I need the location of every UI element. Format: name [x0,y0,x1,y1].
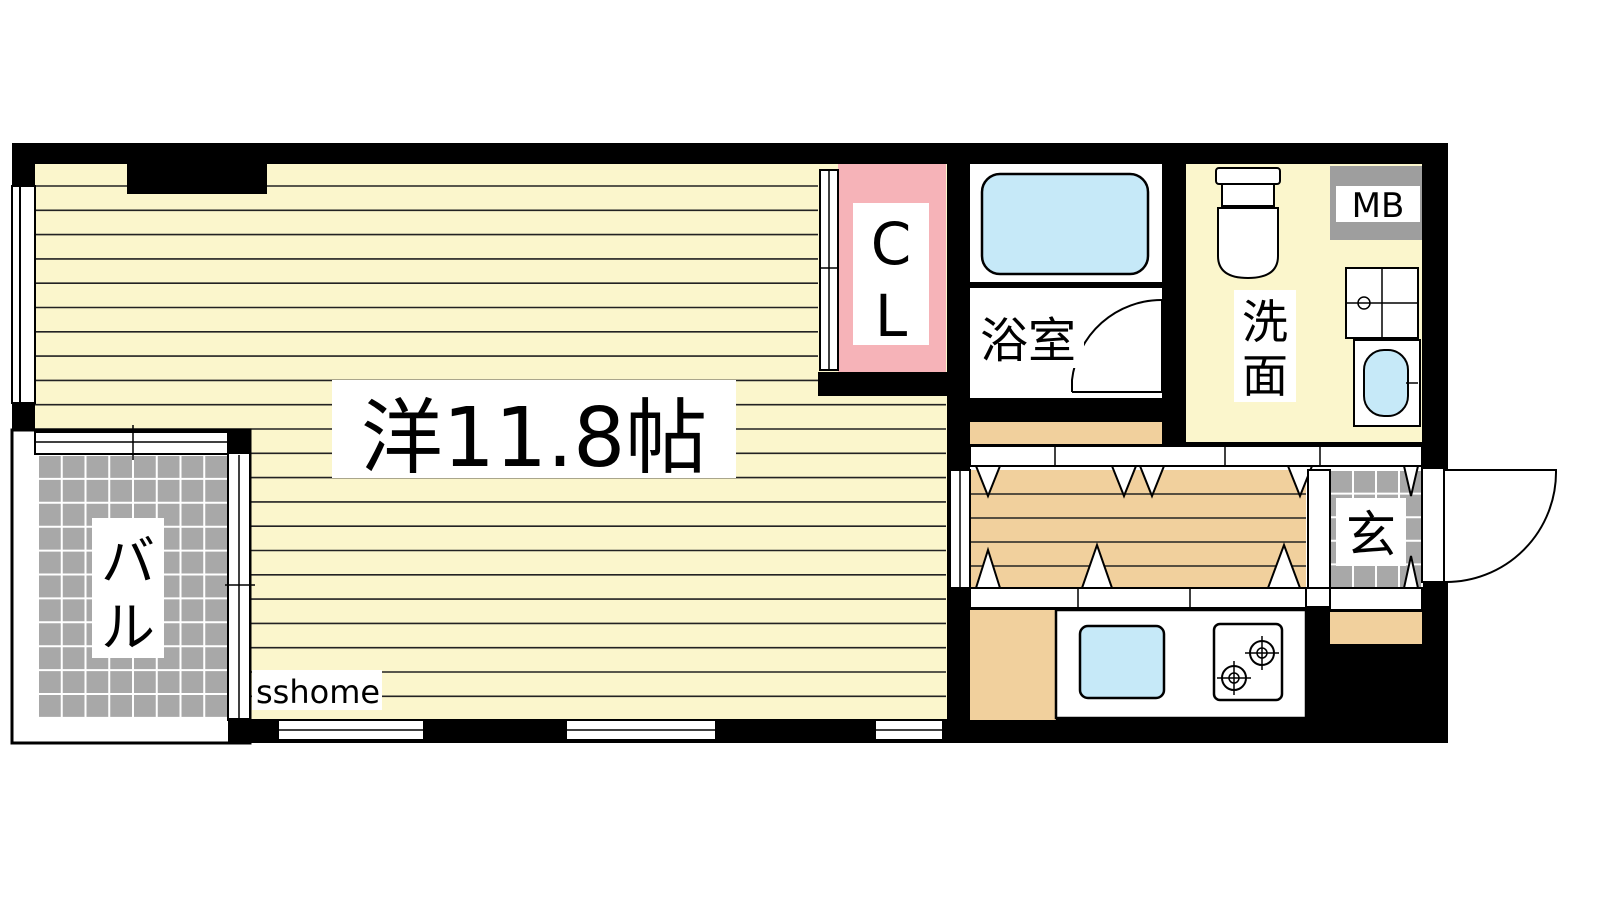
corridor-strip [970,422,1162,444]
western-room-label: 洋11.8帖 [361,391,708,486]
washroom-label-2: 面 [1242,349,1288,403]
bathroom-door-swing [1071,298,1163,392]
bathroom-bottom-wall [968,398,1164,422]
top-beam [127,164,267,194]
watermark: sshome [256,673,380,711]
closet-label-c: C [871,210,912,278]
entrance: 玄 [1307,465,1558,644]
balcony-sash [34,431,236,455]
meter-box-label: MB [1352,186,1405,226]
closet-bottom-wall [818,372,948,396]
closet: C L [819,164,946,372]
washroom-label-1: 洗 [1242,295,1288,349]
watermark-bg [252,670,382,710]
bathtub [980,172,1150,276]
entrance-step [1330,612,1422,644]
front-door-frame [1421,467,1445,583]
western-room-label-bg [332,380,736,478]
bathroom-label: 浴室 [980,313,1076,369]
kitchen-counter-storage [970,610,1056,720]
washroom-label-bg [1234,290,1296,402]
left-window [11,185,36,404]
front-door-swing [1443,469,1558,584]
washroom-left-wall [1162,164,1186,444]
closet-label-bg [853,203,929,345]
kitchen-floor-lines [970,493,1306,567]
kitchen-sink [1078,624,1166,700]
bathroom-label-bg [972,310,1084,368]
entrance-label-bg [1336,498,1406,566]
stove [1212,622,1284,702]
entrance-label: 玄 [1346,506,1396,564]
balcony-label-bg [92,518,164,658]
balcony-label-1: バ [101,530,155,593]
bathroom: 浴室 [970,164,1185,398]
closet-label-l: L [875,282,907,350]
balcony: バ ル [10,425,255,745]
toilet-bowl [1217,207,1279,280]
balcony-label-2: ル [101,596,155,659]
kitchen-floor [970,470,1306,588]
door-swing-marks [974,465,1314,589]
toilet-tank [1215,167,1281,185]
